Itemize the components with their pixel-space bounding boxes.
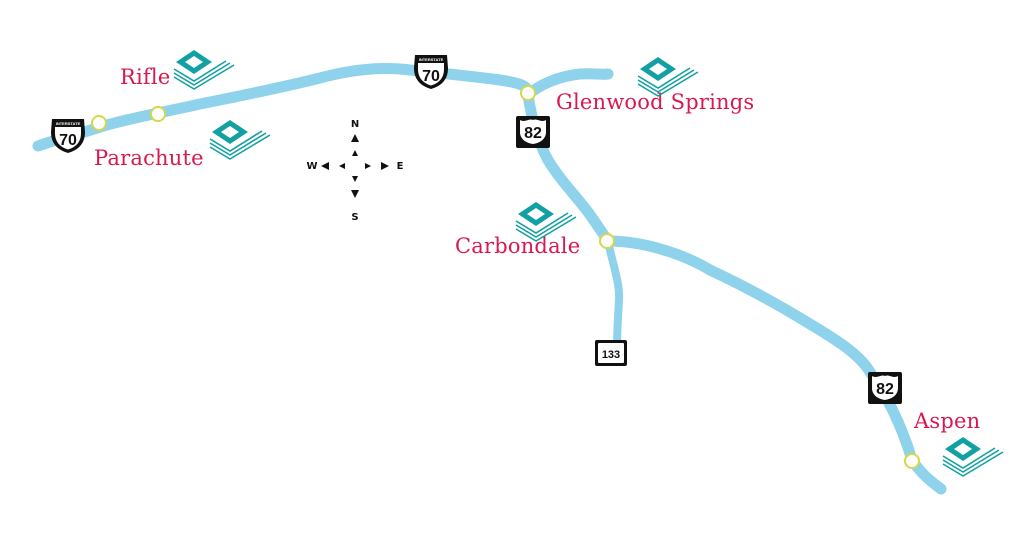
town-label-carbondale[interactable]: Carbondale [455, 234, 580, 258]
colorado-river [32, 62, 614, 152]
town-marker-glenwood-springs[interactable] [520, 85, 536, 101]
town-marker-carbondale[interactable] [599, 233, 615, 249]
compass-east-arrow-icon [381, 162, 389, 170]
town-label-parachute[interactable]: Parachute [94, 146, 204, 170]
state-route-shield-number: 133 [602, 349, 620, 361]
logo-icon-rifle [173, 49, 235, 90]
compass-west-label: W [306, 161, 317, 172]
logo-icon-aspen [942, 436, 1004, 477]
compass-east-label: E [397, 161, 404, 172]
interstate-shield-west-banner: INTERSTATE [56, 121, 81, 126]
compass-north-label: N [351, 119, 359, 130]
interstate-shield-center-banner: INTERSTATE [419, 57, 444, 62]
interstate-shield-center-number: 70 [422, 68, 440, 85]
crystal-river [604, 237, 624, 352]
us-route-shield-south: 82 [868, 372, 902, 404]
town-marker-rifle[interactable] [150, 106, 166, 122]
us-route-shield-north-number: 82 [524, 125, 542, 142]
compass-rose: N S W E [306, 119, 403, 223]
us-route-shield-south-number: 82 [876, 381, 894, 398]
town-markers [91, 85, 920, 469]
town-label-aspen[interactable]: Aspen [913, 409, 980, 433]
compass-inner-north-icon [352, 150, 358, 156]
compass-inner-east-icon [365, 163, 371, 169]
interstate-shield-west-number: 70 [59, 132, 77, 149]
us-route-shield-north: 82 [516, 116, 550, 148]
town-marker-aspen[interactable] [904, 453, 920, 469]
compass-south-label: S [351, 212, 358, 223]
roaring-fork-river [522, 89, 947, 495]
compass-inner-south-icon [352, 176, 358, 182]
compass-west-arrow-icon [321, 162, 329, 170]
river-layer [32, 62, 947, 495]
interstate-shield-center: INTERSTATE 70 [414, 55, 448, 89]
compass-inner-west-icon [339, 163, 345, 169]
town-marker-parachute[interactable] [91, 115, 107, 131]
logo-icon-parachute [209, 119, 271, 160]
compass-north-arrow-icon [351, 134, 359, 142]
interstate-shield-west: INTERSTATE 70 [51, 119, 85, 153]
state-route-shield: 133 [595, 340, 627, 366]
town-label-rifle[interactable]: Rifle [120, 65, 170, 89]
compass-south-arrow-icon [351, 190, 359, 198]
